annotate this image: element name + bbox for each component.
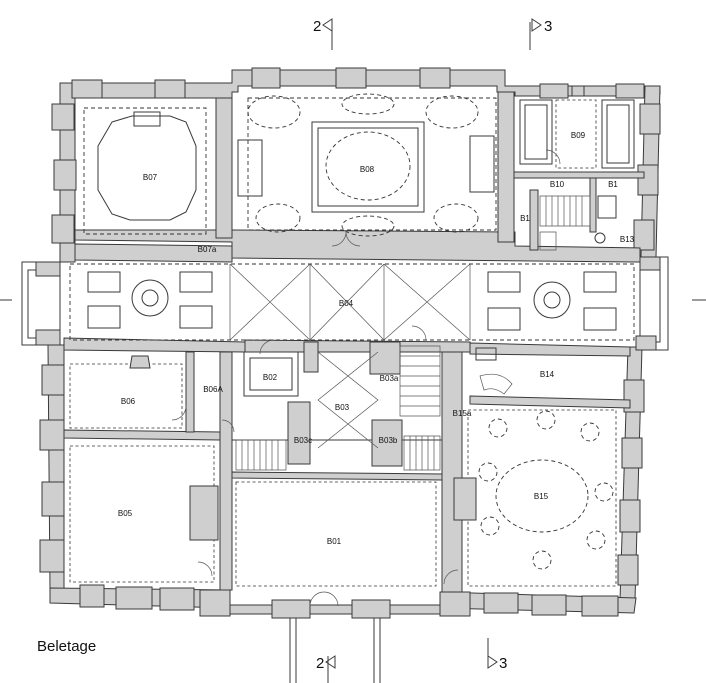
room-label-b02: B02: [263, 373, 278, 382]
room-label-b03: B03: [335, 403, 350, 412]
room-label-b15a: B15a: [453, 409, 472, 418]
room-label-b04: B04: [339, 299, 354, 308]
b01-and-stairs: [235, 345, 441, 587]
room-label-b03b: B03b: [379, 436, 398, 445]
b04-corridor-pattern: [69, 263, 635, 341]
room-label-b05: B05: [118, 509, 133, 518]
section-label: 2: [316, 655, 324, 672]
section-label: 2: [313, 18, 321, 35]
room-label-b13: B13: [620, 235, 635, 244]
b15-b14-details: [453, 347, 617, 587]
interior-walls: [63, 91, 645, 593]
room-label-b09: B09: [571, 131, 586, 140]
section-marker-bottom-right: 3: [487, 655, 507, 672]
doors: [171, 149, 561, 607]
floor-title: Beletage: [37, 638, 97, 655]
section-marker-top-right: 3: [531, 18, 552, 35]
section-label: 3: [499, 655, 507, 672]
section-marker-top-left: 2: [313, 18, 333, 35]
outer-walls: [39, 67, 661, 619]
room-label-b10: B10: [550, 180, 565, 189]
room-label-b07a: B07a: [198, 245, 217, 254]
room-label-b03c: B03c: [294, 436, 312, 445]
room-label-b11: B1: [608, 180, 618, 189]
section-marker-bottom-left: 2: [316, 655, 336, 672]
b09-fittings: [519, 85, 635, 169]
room-label-b06: B06: [121, 397, 136, 406]
entrance-lines: [0, 22, 706, 683]
room-label-b12: B1: [520, 214, 530, 223]
room-labels: B07 B08 B09 B10 B1 B1 B13 B07a B04 B02 B…: [118, 131, 635, 546]
room-label-b07: B07: [143, 173, 158, 182]
section-label: 3: [544, 18, 552, 35]
room-label-b15: B15: [534, 492, 549, 501]
room-label-b06a: B06A: [203, 385, 223, 394]
b07-ceiling-pattern: [83, 107, 207, 235]
room-label-b03a: B03a: [380, 374, 399, 383]
b08-ceiling-pattern: [237, 93, 497, 237]
room-label-b14: B14: [540, 370, 555, 379]
b05-b06-details: [69, 355, 219, 583]
corridor-projections: [21, 256, 669, 351]
room-label-b01: B01: [327, 537, 342, 546]
b11-stair: [539, 195, 617, 251]
room-label-b08: B08: [360, 165, 375, 174]
